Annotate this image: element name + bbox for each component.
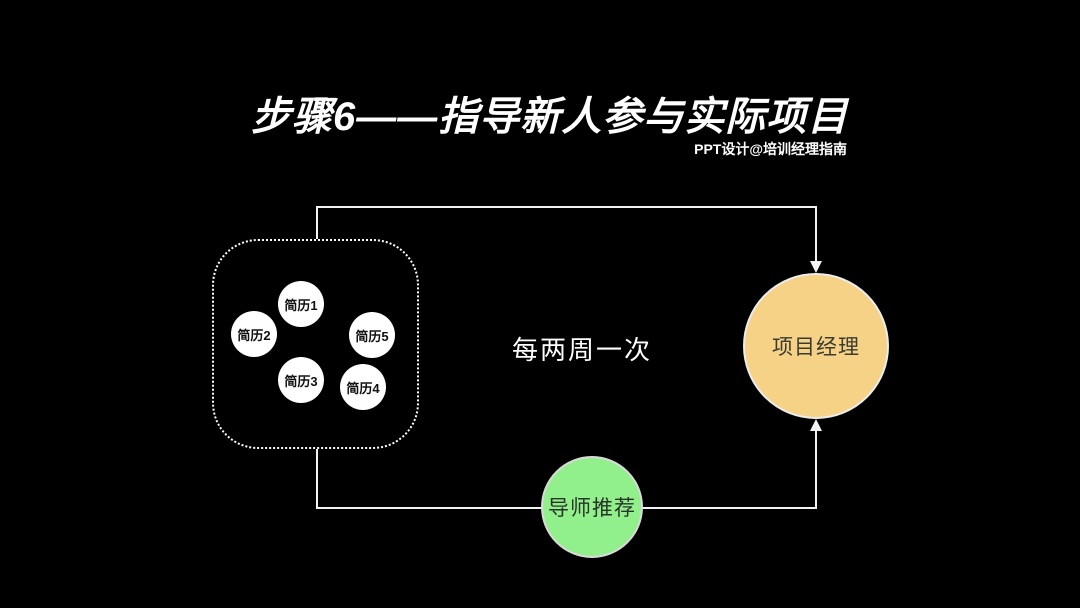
arrowhead-up-icon (810, 419, 822, 431)
slide-title: 步骤6——指导新人参与实际项目 (251, 95, 849, 139)
resume-label: 简历1 (284, 297, 318, 313)
arrowhead-down-icon (810, 261, 822, 273)
mentor-label: 导师推荐 (548, 497, 636, 520)
mentor-node: 导师推荐 (541, 456, 643, 558)
resume-label: 简历5 (355, 328, 389, 344)
resume-circle-1: 简历1 (278, 281, 324, 327)
project-manager-label: 项目经理 (772, 336, 860, 359)
resume-circle-4: 简历4 (340, 364, 386, 410)
credit-text: PPT设计@培训经理指南 (694, 141, 847, 157)
resume-label: 简历4 (346, 380, 380, 396)
frequency-label: 每两周一次 (512, 335, 653, 365)
resume-circle-3: 简历3 (278, 357, 324, 403)
resume-circle-5: 简历5 (349, 312, 395, 358)
resume-circle-2: 简历2 (231, 311, 277, 357)
flow-path-top (316, 206, 817, 262)
resume-label: 简历3 (284, 373, 318, 389)
project-manager-node: 项目经理 (743, 273, 889, 419)
resume-label: 简历2 (237, 327, 271, 343)
